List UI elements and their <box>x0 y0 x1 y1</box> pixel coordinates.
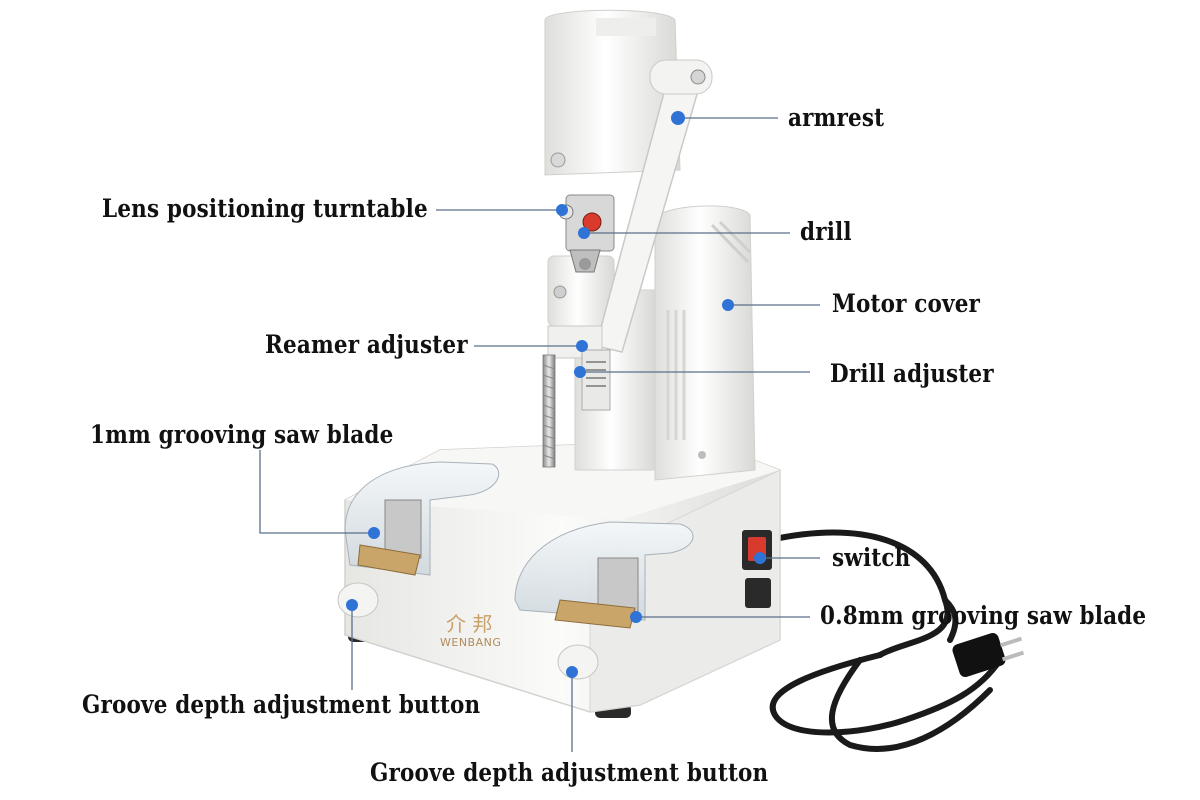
brand-logo: 介 邦 <box>446 612 493 636</box>
marker-saw-1mm <box>368 527 380 539</box>
marker-turntable <box>556 204 568 216</box>
adjusters <box>547 325 611 411</box>
label-lens-positioning-turntable: Lens positioning turntable <box>102 194 428 223</box>
label-drill: drill <box>800 217 852 246</box>
label-reamer-adjuster: Reamer adjuster <box>265 330 468 359</box>
label-08mm-grooving-saw-blade: 0.8mm grooving saw blade <box>820 601 1147 630</box>
spring-rod <box>542 354 556 468</box>
label-switch: switch <box>832 543 911 572</box>
marker-drill-adjuster <box>574 366 586 378</box>
armrest-lever <box>595 59 713 353</box>
marker-reamer <box>576 340 588 352</box>
switch-panel <box>742 530 772 608</box>
drill-head <box>558 194 615 273</box>
marker-motor-cover <box>722 299 734 311</box>
marker-switch <box>754 552 766 564</box>
left-saw-housing <box>344 461 500 576</box>
power-cord <box>767 529 1003 752</box>
label-1mm-grooving-saw-blade: 1mm grooving saw blade <box>90 420 394 449</box>
motor-cover-body <box>654 205 756 481</box>
marker-saw-08mm <box>630 611 642 623</box>
label-drill-adjuster: Drill adjuster <box>830 359 994 388</box>
label-motor-cover: Motor cover <box>832 289 981 318</box>
marker-groove-bottom <box>566 666 578 678</box>
brand-name: WENBANG <box>440 636 502 649</box>
marker-groove-left <box>346 599 358 611</box>
power-plug <box>952 632 1025 678</box>
marker-drill <box>578 227 590 239</box>
right-saw-housing <box>514 521 694 629</box>
marker-armrest <box>671 111 685 125</box>
label-groove-depth-button-left: Groove depth adjustment button <box>82 690 481 719</box>
marker-dots <box>346 111 766 678</box>
label-armrest: armrest <box>788 103 885 132</box>
leader-lines <box>259 117 820 752</box>
label-groove-depth-button-bottom: Groove depth adjustment button <box>370 758 769 787</box>
